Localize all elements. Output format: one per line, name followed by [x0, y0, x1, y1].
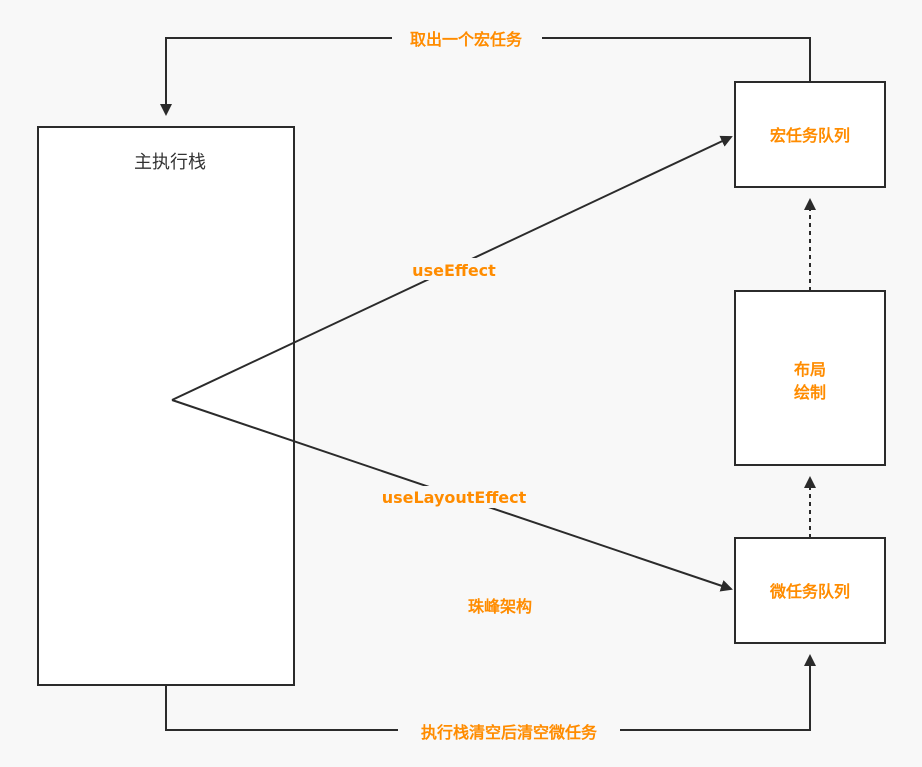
edge-flush-micro-label: 执行栈清空后清空微任务 — [421, 723, 598, 742]
edge-flush-micro-label-bg — [398, 720, 620, 742]
edge-take-macro — [160, 37, 811, 116]
macro-queue-label: 宏任务队列 — [770, 126, 850, 145]
layout-label: 布局 — [794, 360, 826, 379]
edge-use-effect-label: useEffect — [412, 261, 496, 280]
macro-queue-box — [734, 81, 886, 188]
edge-use-layout-effect-label-bg — [373, 486, 537, 508]
main-stack-box — [37, 126, 295, 686]
micro-queue-label: 微任务队列 — [769, 582, 850, 601]
edge-take-macro-label: 取出一个宏任务 — [410, 30, 523, 49]
main-stack-label: 主执行栈 — [134, 152, 206, 173]
edge-take-macro-label-bg — [392, 27, 542, 49]
paint-label: 绘制 — [794, 383, 826, 402]
layout-paint-box — [734, 290, 886, 466]
edge-use-layout-effect-label: useLayoutEffect — [382, 488, 527, 507]
edge-use-effect-label-bg — [406, 258, 502, 280]
watermark-text: 珠峰架构 — [468, 597, 532, 616]
